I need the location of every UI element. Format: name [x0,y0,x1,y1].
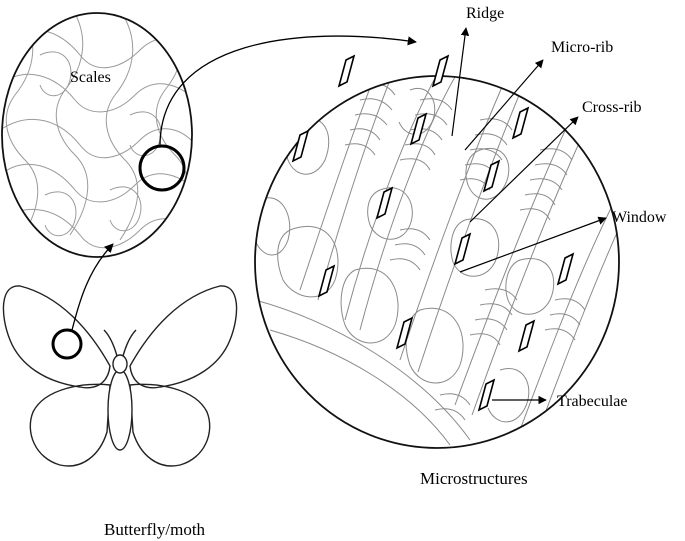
butterfly-drawing [2,285,238,467]
lower-left-wing [29,383,111,467]
scale-texture [2,13,192,249]
cross-rib-pointer [469,116,579,223]
trabecula-4 [511,106,530,140]
microstructure-texture [255,76,619,446]
right-antenna [122,329,137,357]
ridge-pointer [451,27,470,137]
zoom-arrow-butterfly-to-scales [71,243,114,331]
trabeculae-markers [291,54,575,412]
trabecula-6 [482,159,501,193]
window-label: Window [612,209,667,226]
trabecula-2 [431,54,450,88]
scales-view: Scales [1,12,193,258]
butterfly-zoom-circle [51,328,83,360]
scales-zoom-circle [138,144,186,192]
butterfly-body [107,369,133,451]
trabecula-11 [395,316,414,350]
microstructures-view: Ridge Micro-rib Cross-rib Window Trabecu… [254,5,667,488]
zoom-arrow-scales-to-micro [159,35,417,147]
trabecula-3 [409,112,428,146]
trabecula-13 [477,378,496,412]
upper-right-wing [129,285,238,389]
micro-rib-label: Micro-rib [551,39,613,56]
window-pointer [459,216,607,273]
scales-label: Scales [70,69,111,86]
trabecula-7 [375,186,394,220]
trabecula-12 [517,319,536,353]
micro-rib-pointer [464,59,544,151]
upper-left-wing [2,285,111,389]
left-antenna [103,329,118,357]
scales-ellipse-outline [1,12,193,258]
ridge-label: Ridge [466,5,504,22]
trabecula-9 [556,252,575,286]
trabecula-1 [337,54,356,88]
microstructures-label: Microstructures [420,469,528,488]
lower-right-wing [129,383,211,467]
butterfly-label: Butterfly/moth [104,520,206,539]
trabecula-5 [291,129,310,163]
butterfly-head [112,354,128,374]
trabecula-10 [317,264,336,298]
cross-rib-label: Cross-rib [582,99,642,116]
trabeculae-label: Trabeculae [557,393,628,410]
trabecula-8 [453,232,472,266]
